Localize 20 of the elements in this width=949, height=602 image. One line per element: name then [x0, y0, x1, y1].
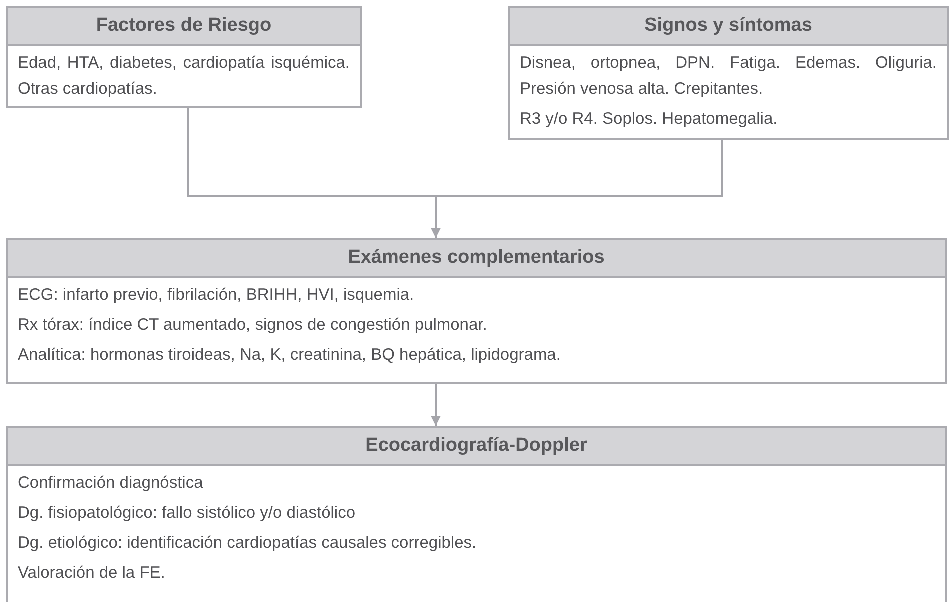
section-box — [6, 6, 362, 108]
section-text: Rx tórax: índice CT aumentado, signos de congestión pulmonar. — [17, 315, 488, 336]
connector-arrow — [431, 140, 723, 238]
section-box — [6, 426, 947, 602]
section-text: Disnea, ortopnea, DPN. Fatiga. Edemas. Oliguria. Presión venosa alta. Crepitantes. — [519, 53, 938, 100]
section-text: Dg. etiológico: identificación cardiopatías causales corregibles. — [17, 533, 478, 554]
section-text: Dg. fisiopatológico: fallo sistólico y/o diastólico — [17, 503, 357, 524]
section-text: Analítica: hormonas tiroideas, Na, K, creatinina, BQ hepática, lipidograma. — [17, 345, 562, 366]
section-heading: Signos y síntomas — [510, 8, 947, 46]
section-box — [6, 238, 947, 384]
section-text: ECG: infarto previo, fibrilación, BRIHH, HVI, isquemia. — [17, 285, 416, 306]
section-heading: Factores de Riesgo — [8, 8, 360, 46]
section-box — [508, 6, 949, 140]
section-text: Confirmación diagnóstica — [17, 473, 204, 494]
connector-arrow — [431, 384, 441, 426]
section-heading: Ecocardiografía-Doppler — [8, 428, 945, 466]
section-text: R3 y/o R4. Soplos. Hepatomegalia. — [519, 109, 779, 130]
section-text: Valoración de la FE. — [17, 563, 166, 584]
section-text: Edad, HTA, diabetes, cardiopatía isquémica. Otras cardiopatías. — [17, 53, 351, 100]
section-heading: Exámenes complementarios — [8, 240, 945, 278]
